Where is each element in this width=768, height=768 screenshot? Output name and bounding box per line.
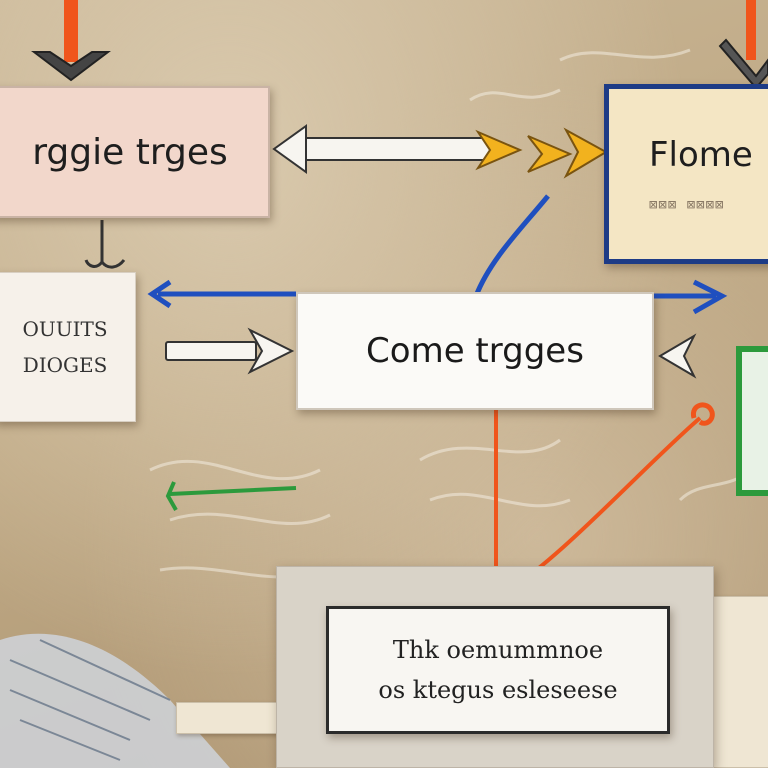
- node-bottom[interactable]: Thk oemummnoe os ktegus esleseese: [326, 606, 670, 734]
- shelf-bottom-right: [708, 596, 768, 768]
- node-left-line1: OUUITS: [22, 317, 108, 341]
- node-yellow-title: Flome: [649, 135, 753, 175]
- arrow-left-right-side: [658, 333, 697, 379]
- node-yellow[interactable]: Flome ⊠⊠⊠ ⊠⊠⊠⊠: [604, 84, 768, 264]
- hand-sketch-lines: [9, 639, 171, 761]
- node-bottom-line2: os ktegus esleseese: [378, 676, 618, 704]
- connector-yellow-center: [473, 194, 550, 297]
- green-accent-line: [169, 486, 297, 496]
- node-center[interactable]: Come trgges: [296, 292, 654, 410]
- blue-arrow-across: [147, 279, 728, 315]
- arrow-down-top-left: [31, 0, 111, 82]
- hook-orange: [690, 402, 715, 426]
- shelf-bottom-left: [176, 702, 286, 734]
- node-left[interactable]: OUUITS DIOGES: [0, 272, 136, 422]
- node-center-label: Come trgges: [366, 331, 584, 371]
- double-arrow-pink-yellow: [272, 124, 609, 179]
- node-bottom-line1: Thk oemummnoe: [392, 636, 604, 664]
- hook-left-box: [84, 220, 126, 269]
- arrow-into-center: [165, 327, 295, 375]
- node-yellow-subtitle: ⊠⊠⊠ ⊠⊠⊠⊠: [649, 197, 725, 213]
- node-pink[interactable]: rggie trges: [0, 86, 270, 218]
- arrow-down-top-right: [718, 0, 768, 90]
- green-accent-tick: [165, 481, 178, 511]
- node-pink-label: rggie trges: [32, 131, 228, 173]
- background-scribbles: [149, 48, 752, 579]
- node-left-line2: DIOGES: [22, 353, 108, 377]
- node-green[interactable]: [736, 346, 768, 496]
